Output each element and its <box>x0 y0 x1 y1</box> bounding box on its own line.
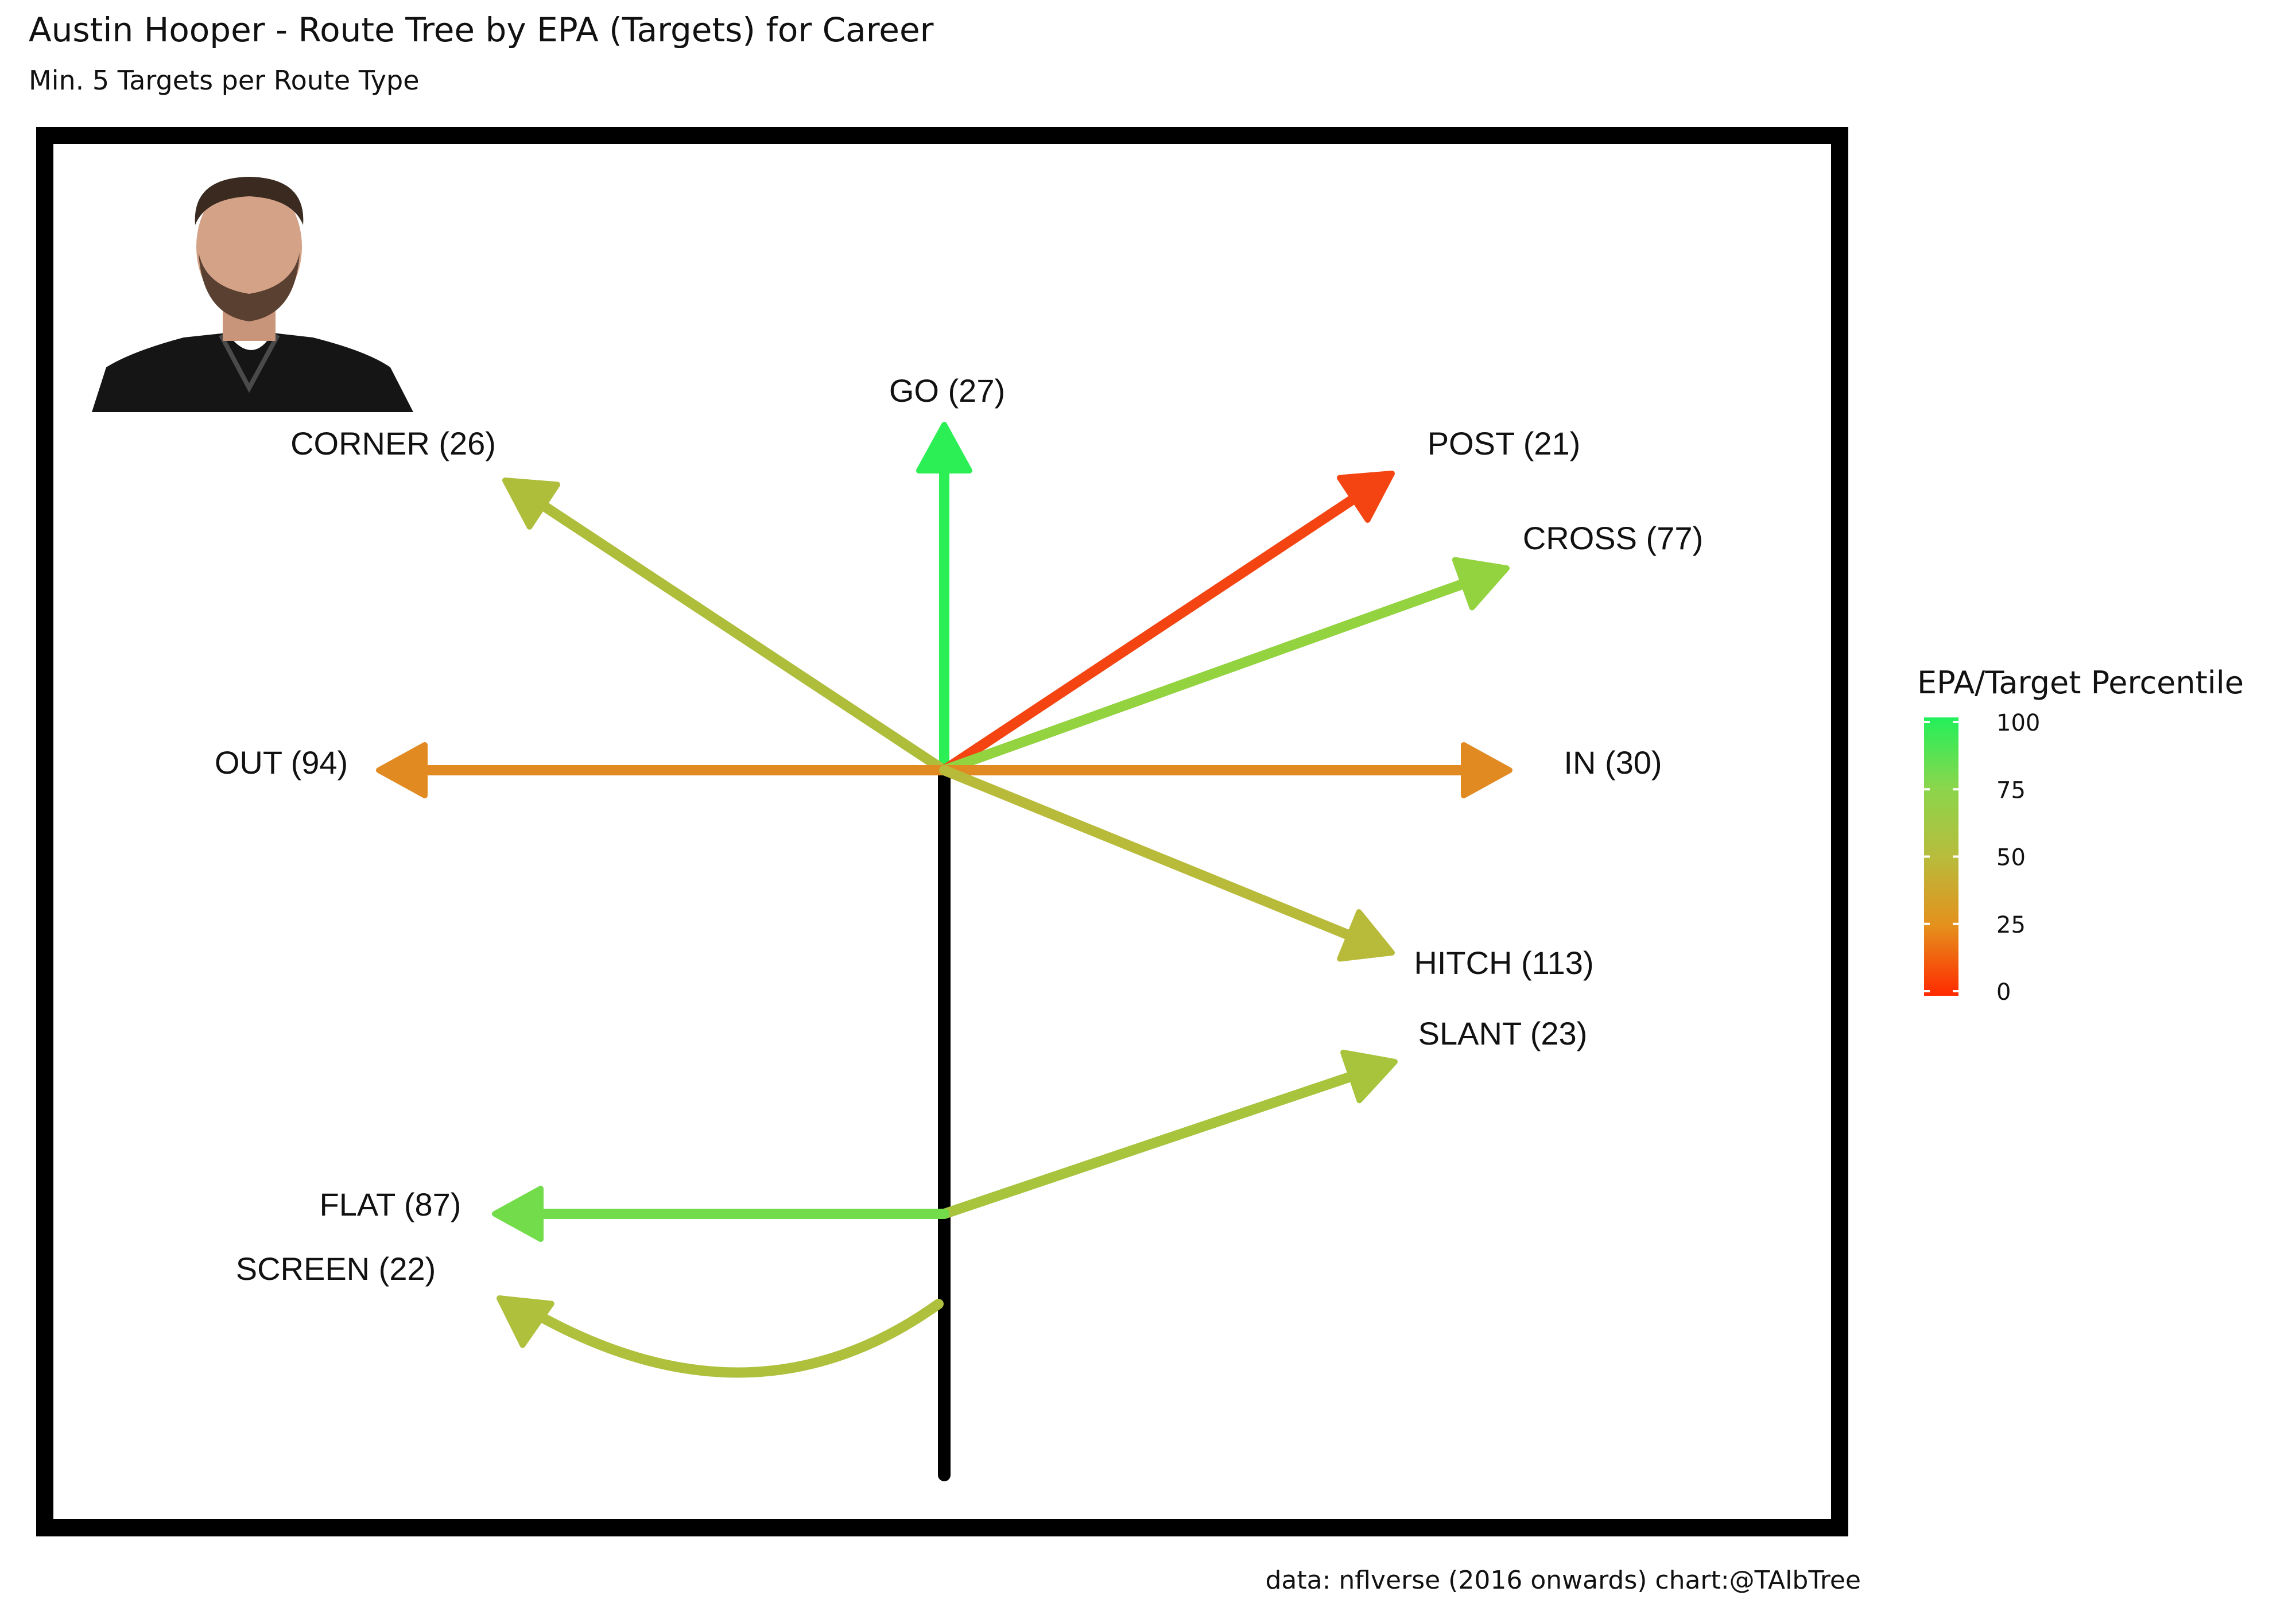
route-post-arrowhead <box>1337 471 1395 523</box>
legend-title: EPA/Target Percentile <box>1917 665 2244 701</box>
plot-frame <box>36 127 1848 1536</box>
route-hitch-arrowhead <box>1337 909 1395 962</box>
route-screen-label: SCREEN (22) <box>236 1251 436 1287</box>
route-go-arrowhead <box>916 422 972 473</box>
route-out-label: OUT (94) <box>215 744 348 781</box>
routes-layer <box>376 422 1512 1481</box>
route-labels-layer: GO (27) CORNER (26) POST (21) CROSS (77) OUT… <box>215 372 1703 1287</box>
route-out-arrowhead <box>376 742 428 798</box>
photo-beard <box>199 253 300 321</box>
route-slant-arrowhead <box>1340 1049 1398 1104</box>
chart-title: Austin Hooper - Route Tree by EPA (Targe… <box>29 10 934 49</box>
route-screen-line <box>511 1298 944 1378</box>
route-hitch-line <box>939 765 1360 943</box>
route-slant-label: SLANT (23) <box>1418 1015 1588 1051</box>
route-post-label: POST (21) <box>1428 425 1581 461</box>
route-screen-arrowhead <box>497 1295 554 1348</box>
route-cross-arrowhead <box>1452 557 1510 611</box>
route-cross-line <box>939 576 1475 775</box>
route-go-label: GO (27) <box>889 372 1005 409</box>
player-photo <box>92 177 413 412</box>
route-hitch-label: HITCH (113) <box>1414 945 1593 981</box>
legend-tick-label: 50 <box>1996 845 2026 871</box>
legend-tick-label: 75 <box>1996 777 2026 804</box>
legend-ticks: 100 75 50 25 0 <box>1924 710 2040 1006</box>
legend-tick-label: 100 <box>1996 710 2040 736</box>
route-post-line <box>939 490 1364 775</box>
route-slant-line <box>939 1069 1362 1219</box>
photo-hair <box>195 177 304 225</box>
route-in-label: IN (30) <box>1564 744 1662 781</box>
chart-caption: data: nflverse (2016 onwards) chart:@TAl… <box>1265 1566 1861 1595</box>
route-in-arrowhead <box>1461 742 1512 798</box>
photo-jersey <box>92 333 413 412</box>
legend-tick-label: 0 <box>1996 979 2011 1006</box>
route-flat-arrowhead <box>492 1186 544 1242</box>
route-corner-arrowhead <box>502 478 560 530</box>
route-cross-label: CROSS (77) <box>1523 520 1703 556</box>
route-corner-line <box>533 497 949 775</box>
legend: EPA/Target Percentile 100 75 50 25 0 <box>1917 665 2244 1006</box>
photo-face <box>196 179 302 315</box>
photo-collar <box>219 334 280 393</box>
route-corner-label: CORNER (26) <box>290 425 496 461</box>
chart-subtitle: Min. 5 Targets per Route Type <box>29 65 420 96</box>
legend-tick-label: 25 <box>1996 912 2026 938</box>
route-flat-label: FLAT (87) <box>320 1186 461 1222</box>
